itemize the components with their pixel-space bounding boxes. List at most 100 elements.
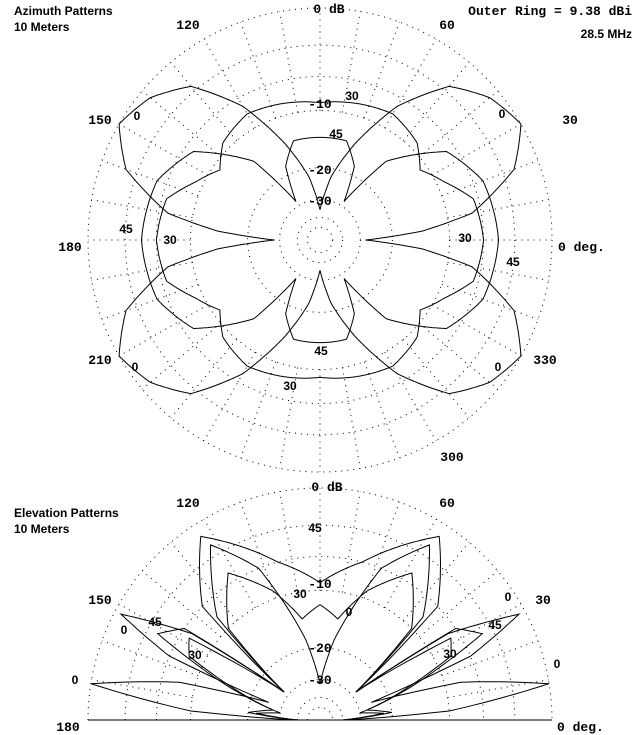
az-curve-label-0: 0 <box>134 109 141 123</box>
angle-label-0: 0 deg. <box>558 240 605 255</box>
grid-spoke <box>101 160 199 197</box>
grid-spoke <box>431 123 522 176</box>
grid-spoke <box>384 351 437 442</box>
elevation-pattern-45 <box>156 535 484 721</box>
grid-spoke <box>91 262 193 281</box>
grid-ring <box>279 199 361 281</box>
ring-label-30: -30 <box>308 194 332 209</box>
elevation-pattern-30 <box>188 572 452 721</box>
grid-ring <box>155 556 485 721</box>
grid-spoke <box>342 491 361 593</box>
el-angle-label-120: 120 <box>176 496 200 511</box>
angle-label-180: 180 <box>58 240 82 255</box>
azimuth-pattern-45 <box>140 136 500 344</box>
az-curve-label-45: 45 <box>506 255 520 269</box>
el-curve-label-30: 30 <box>188 648 202 662</box>
grid-ring <box>306 706 334 721</box>
el-angle-label-0: 0 deg. <box>557 720 604 735</box>
elevation-title: Elevation Patterns <box>14 506 119 520</box>
el-ring-label-0db: 0 dB <box>311 480 342 495</box>
grid-spoke <box>418 90 499 158</box>
angle-label-120: 120 <box>176 18 200 33</box>
angle-label-210: 210 <box>88 353 112 368</box>
az-curve-label-45: 45 <box>314 344 328 358</box>
el-curve-label-0: 0 <box>346 605 353 619</box>
grid-spoke <box>240 361 277 459</box>
grid-spoke <box>203 351 256 442</box>
grid-ring <box>296 216 344 264</box>
grid-spoke <box>170 61 238 142</box>
grid-spoke <box>447 262 549 281</box>
grid-spoke <box>203 38 256 129</box>
az-curve-label-45: 45 <box>119 222 133 236</box>
grid-ring <box>124 44 516 436</box>
grid-spoke <box>441 160 539 197</box>
grid-spoke <box>384 38 437 129</box>
el-angle-label-180: 180 <box>56 720 80 735</box>
grid-spoke <box>141 90 222 158</box>
angle-label-60: 60 <box>439 18 455 33</box>
grid-spoke <box>279 11 298 113</box>
grid-spoke <box>418 570 499 638</box>
grid-spoke <box>402 338 470 419</box>
ring-label-10: -10 <box>308 97 332 112</box>
pattern-curves <box>90 85 550 721</box>
azimuth-pattern-0 <box>118 85 522 395</box>
el-curve-label-30: 30 <box>293 587 307 601</box>
grid-spoke <box>203 518 256 609</box>
grid-spoke <box>101 640 199 677</box>
grid-spoke <box>363 21 400 119</box>
azimuth-pattern-30 <box>155 101 485 379</box>
elevation-grid <box>87 487 553 721</box>
el-curve-label-0: 0 <box>554 657 561 671</box>
el-angle-label-30: 30 <box>535 593 551 608</box>
ring-label-20: -20 <box>308 163 332 178</box>
grid-spoke <box>118 123 209 176</box>
el-curve-label-0: 0 <box>72 673 79 687</box>
elevation-subtitle: 10 Meters <box>14 522 70 536</box>
az-curve-label-0: 0 <box>499 107 506 121</box>
ring-label-0db: 0 dB <box>313 2 344 17</box>
angle-label-150: 150 <box>88 113 112 128</box>
frequency-label: 28.5 MHz <box>581 27 632 41</box>
el-ring-label-30: -30 <box>308 673 332 688</box>
grid-ring <box>296 697 344 721</box>
grid-spoke <box>279 491 298 593</box>
grid-spoke <box>402 61 470 142</box>
el-curve-label-30: 30 <box>443 647 457 661</box>
grid-spoke <box>384 518 437 609</box>
az-curve-label-0: 0 <box>495 360 502 374</box>
el-curve-label-0: 0 <box>121 623 128 637</box>
az-curve-label-0: 0 <box>132 360 139 374</box>
grid-ring <box>247 167 393 313</box>
grid-spoke <box>441 283 539 320</box>
el-ring-label-20: -20 <box>308 641 332 656</box>
az-curve-label-30: 30 <box>345 89 359 103</box>
grid-spoke <box>141 322 222 390</box>
el-angle-label-150: 150 <box>88 593 112 608</box>
grid-spoke <box>431 304 522 357</box>
azimuth-grid <box>87 7 553 473</box>
grid-spoke <box>170 338 238 419</box>
azimuth-title: Azimuth Patterns <box>14 4 113 18</box>
el-curve-label-45: 45 <box>308 521 322 535</box>
grid-ring <box>306 226 334 254</box>
grid-ring <box>87 7 553 473</box>
el-curve-label-0: 0 <box>505 590 512 604</box>
grid-spoke <box>342 367 361 469</box>
angle-label-300: 300 <box>440 450 464 465</box>
grid-spoke <box>91 199 193 218</box>
el-curve-label-45: 45 <box>488 618 502 632</box>
grid-spoke <box>240 21 277 119</box>
grid-spoke <box>363 361 400 459</box>
el-angle-label-60: 60 <box>439 496 455 511</box>
elevation-pattern-0 <box>90 544 550 721</box>
az-curve-label-30: 30 <box>458 231 472 245</box>
grid-spoke <box>118 304 209 357</box>
az-curve-label-30: 30 <box>163 233 177 247</box>
outer-ring-label: Outer Ring = 9.38 dBi <box>468 4 632 19</box>
grid-spoke <box>418 322 499 390</box>
el-ring-label-10: -10 <box>308 577 332 592</box>
grid-spoke <box>101 283 199 320</box>
